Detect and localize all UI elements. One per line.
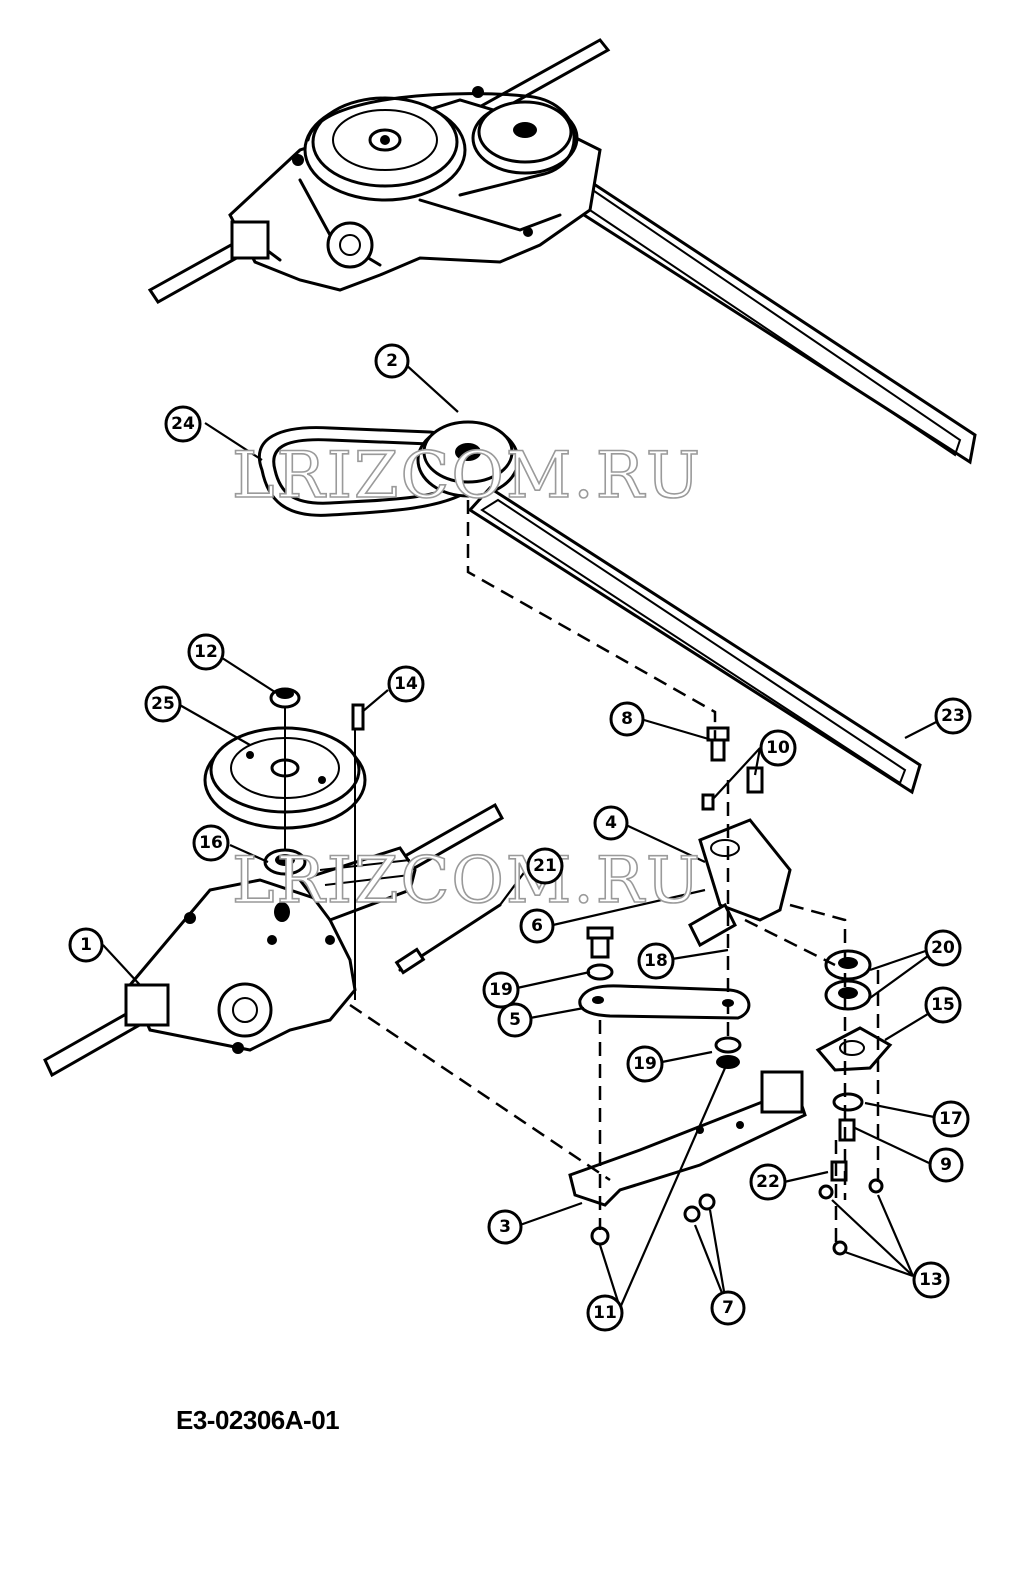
svg-text:10: 10	[766, 738, 790, 758]
callout-12: 12	[187, 633, 225, 671]
callout-1: 1	[68, 927, 104, 963]
watermark-top: LRIZCOM.RU	[232, 439, 702, 513]
callout-19-lower: 19	[626, 1045, 664, 1083]
leader-lines	[102, 362, 949, 1309]
washer-19	[586, 963, 742, 1069]
bracket-4	[688, 818, 792, 948]
callout-2: 2	[374, 343, 410, 379]
callout-8: 8	[609, 701, 645, 737]
svg-text:5: 5	[509, 1010, 521, 1030]
callout-11: 11	[586, 1294, 624, 1332]
bracket-15	[815, 1026, 893, 1072]
callout-21: 21	[526, 847, 564, 885]
idler-pulley-20	[824, 949, 872, 1011]
callout-25: 25	[144, 685, 182, 723]
cable-21	[394, 903, 502, 975]
callout-13: 13	[912, 1261, 950, 1299]
svg-text:19: 19	[489, 980, 513, 1000]
svg-text:6: 6	[531, 916, 543, 936]
hub-16	[263, 848, 307, 876]
nuts-7-11	[590, 1193, 716, 1246]
svg-text:8: 8	[621, 709, 633, 729]
svg-text:20: 20	[931, 938, 955, 958]
watermark-bottom: LRIZCOM.RU	[232, 844, 702, 918]
callout-16: 16	[192, 824, 230, 862]
bracket-3	[568, 1070, 807, 1207]
assembled-transmission	[147, 38, 977, 465]
callout-19-upper: 19	[482, 971, 520, 1009]
clip-10	[701, 766, 764, 811]
key-14	[351, 703, 365, 731]
svg-text:22: 22	[756, 1172, 780, 1192]
callout-17: 17	[932, 1100, 970, 1138]
callout-9: 9	[928, 1147, 964, 1183]
callout-15: 15	[924, 986, 962, 1024]
drawing-code-label: E3-02306A-01	[176, 1405, 340, 1435]
idler-pulley-2	[416, 420, 520, 498]
svg-text:3: 3	[499, 1217, 511, 1237]
callout-23: 23	[934, 697, 972, 735]
svg-text:17: 17	[939, 1109, 963, 1129]
bolt-6	[586, 926, 614, 959]
svg-text:21: 21	[533, 856, 557, 876]
svg-text:9: 9	[940, 1155, 952, 1175]
transaxle-1	[43, 802, 505, 1078]
callout-7: 7	[710, 1290, 746, 1326]
callout-24: 24	[164, 405, 202, 443]
callout-18: 18	[637, 942, 675, 980]
svg-text:2: 2	[386, 351, 398, 371]
callout-6: 6	[519, 908, 555, 944]
svg-text:16: 16	[199, 833, 223, 853]
svg-text:13: 13	[919, 1270, 943, 1290]
svg-text:23: 23	[941, 706, 965, 726]
callout-5: 5	[497, 1002, 533, 1038]
drive-belt-23	[467, 486, 922, 795]
svg-text:11: 11	[593, 1303, 617, 1323]
svg-text:14: 14	[394, 674, 418, 694]
svg-text:25: 25	[151, 694, 175, 714]
bolt-8	[706, 726, 730, 762]
washer-17	[832, 1092, 864, 1112]
callout-4: 4	[593, 805, 629, 841]
callout-22: 22	[749, 1163, 787, 1201]
svg-text:1: 1	[80, 935, 92, 955]
svg-text:4: 4	[605, 813, 617, 833]
svg-text:15: 15	[931, 995, 955, 1015]
svg-text:24: 24	[171, 414, 195, 434]
assembly-lines	[349, 500, 880, 1245]
callout-14: 14	[387, 665, 425, 703]
svg-text:7: 7	[722, 1298, 734, 1318]
svg-text:18: 18	[644, 951, 668, 971]
callout-20: 20	[924, 929, 962, 967]
svg-text:19: 19	[633, 1054, 657, 1074]
callout-10: 10	[759, 729, 797, 767]
svg-text:12: 12	[194, 642, 218, 662]
callout-3: 3	[487, 1209, 523, 1245]
arm-5	[578, 984, 751, 1020]
nuts-13	[818, 1178, 884, 1256]
